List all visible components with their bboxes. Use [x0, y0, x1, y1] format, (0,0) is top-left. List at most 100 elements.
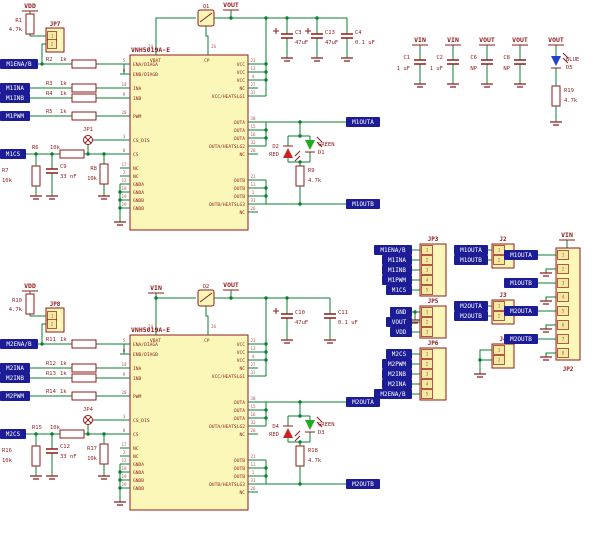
junction-dot [298, 482, 302, 486]
junction-dot [102, 432, 106, 436]
connector-pin [47, 39, 57, 49]
junction-dot [298, 160, 302, 164]
junction-dot [154, 296, 158, 300]
junction-dot [264, 296, 268, 300]
ic1-vnh5019-body [129, 54, 249, 231]
r8-ref: R8 [90, 166, 97, 172]
net-label [382, 379, 412, 389]
junction-dot [298, 134, 302, 138]
c12-ref: C12 [60, 444, 70, 450]
junction-dot [264, 16, 268, 20]
vin-flag-m2: VIN [150, 284, 162, 292]
net-label [382, 275, 412, 285]
ic-pin-number: 33 [250, 478, 256, 483]
ic1-part-name: VNH5019A-E [131, 46, 170, 54]
r5-ref: R5 [46, 109, 53, 115]
ic-pin-name: NC [239, 210, 245, 216]
vin-flag-jp2: VIN [561, 231, 573, 239]
capacitor-symbol [481, 59, 493, 65]
r1-val: 4.7k [9, 27, 23, 33]
ic-pin-name: INA [133, 366, 142, 372]
connector-pin [557, 250, 569, 260]
junction-dot [34, 432, 38, 436]
ic-pin-number: 24 [148, 324, 154, 329]
connector-pin [557, 264, 569, 274]
ic-pin-number: 30 [250, 396, 256, 401]
ic-pin-number: 9 [123, 372, 126, 377]
ic-pin-number: 13 [250, 346, 256, 351]
gnd-symbol [30, 195, 42, 200]
r12-ref: R12 [46, 361, 56, 367]
ic-pin-number: 19 [121, 474, 127, 479]
ic-pin-number: 4 [252, 74, 255, 79]
connector-pin [421, 369, 433, 379]
capacitor-symbol [514, 59, 526, 65]
wires-connector-cluster [412, 240, 568, 395]
ic-pin-name: GNDB [133, 478, 144, 484]
c12-val: 33 nF [60, 454, 77, 460]
net-label [0, 59, 38, 69]
ic-pin-name: VCC/HEATSLG1 [212, 94, 245, 100]
junction-dot [118, 190, 122, 194]
ic-pin-name: OUTB [234, 474, 245, 480]
ic-pin-name: NC [239, 432, 245, 438]
net-label-text: M2CS [392, 351, 407, 358]
junction-dot [298, 440, 302, 444]
net-label-text: M1INA [6, 85, 24, 92]
ic-pin-number: 29 [121, 482, 127, 487]
vin-flag-c2: VIN [447, 36, 459, 44]
connector-label: J3 [499, 292, 507, 299]
net-label-text: VDD [396, 329, 407, 336]
ic-pin-number: 26 [211, 44, 217, 49]
gnd-symbol [311, 57, 323, 62]
junction-dot [86, 432, 90, 436]
gnd-symbol [114, 501, 126, 506]
r9-val: 4.7k [308, 178, 322, 184]
gnd-symbol [46, 475, 58, 480]
c1-val: 1 uF [397, 66, 410, 72]
ic-pin-name: GNDB [133, 206, 144, 212]
ic-pin-name: VCC [237, 62, 246, 68]
capacitor-symbol [46, 168, 58, 174]
connector-label: JP5 [428, 298, 439, 305]
ic-pin-number: 15 [250, 124, 256, 129]
ic-pin-name: NC [133, 446, 139, 452]
connector-pin-number: 2 [426, 362, 429, 367]
ic-pin-name: ENA/DIAGA [133, 62, 158, 68]
net-label-text: M1PWM [388, 277, 406, 284]
junction-dot [264, 350, 268, 354]
r7-ref: R7 [2, 168, 9, 174]
d3-color-label: GREEN [318, 422, 335, 428]
ic-pin-name: GNDA [133, 182, 144, 188]
ic-pin-name: VBAT [150, 58, 161, 64]
ic-pin-number: 21 [250, 174, 256, 179]
vout-flag-c6: VOUT [479, 36, 495, 44]
ic-pin-name: VCC [237, 342, 246, 348]
r8-val: 10k [87, 176, 98, 182]
c3-val: 47uF [295, 40, 308, 46]
ic-pin-number: 29 [121, 202, 127, 207]
jp4-solder-jumper-icon [83, 415, 93, 425]
net-label-text: M1OUTA [510, 252, 532, 259]
junction-dot [229, 16, 233, 20]
ic-pin-name: ENB/DIAGB [133, 72, 158, 78]
ic-pin-name: GNDA [133, 190, 144, 196]
ic2-part-name: VNH5019A-E [131, 326, 170, 334]
ic-pin-number: 4 [252, 354, 255, 359]
net-label [382, 359, 412, 369]
ic-pin-name: OUTB [234, 186, 245, 192]
gnd-symbol [474, 373, 486, 378]
connector-pin [421, 317, 433, 327]
r18-val: 4.7k [308, 458, 322, 464]
gnd-symbol [341, 57, 353, 62]
r10-val: 4.7k [9, 307, 23, 313]
gnd-symbol [481, 83, 493, 88]
connector-pin-number: 1 [51, 34, 54, 39]
ic-pin-name: CP [204, 338, 210, 344]
connector-pin [47, 319, 57, 329]
net-label [346, 397, 380, 407]
junction-dot [264, 128, 268, 132]
ic-pin-number: 11 [250, 462, 256, 467]
resistor-symbol [59, 429, 85, 439]
jp1-ref: JP1 [83, 127, 93, 133]
